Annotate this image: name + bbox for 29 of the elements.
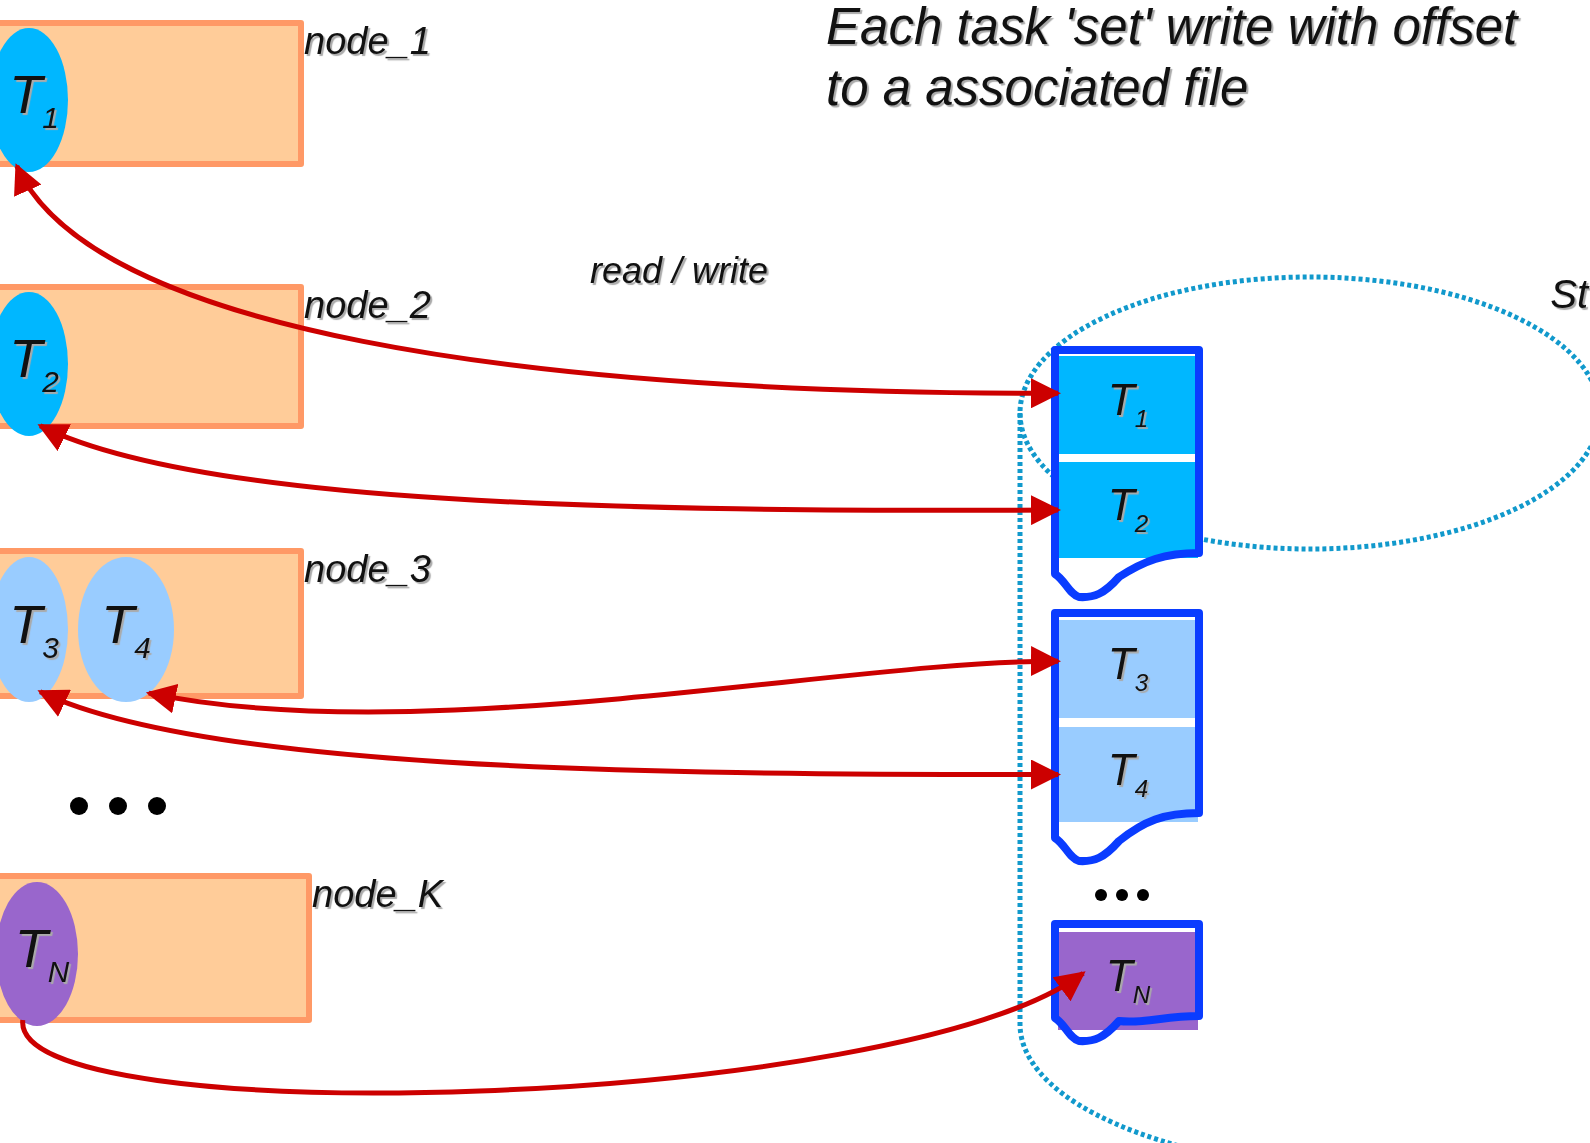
segment-label: T$_{N}$ — [1105, 954, 1151, 1008]
node-label: node_1 — [304, 20, 431, 63]
storage-label: St — [1550, 272, 1588, 317]
segment-label: T$_{1}$ — [1107, 378, 1149, 432]
file-segment — [1058, 462, 1198, 558]
node-label: node_K — [312, 873, 443, 916]
annotation-text: read / write — [590, 250, 769, 292]
arrow — [14, 163, 1061, 408]
arrow — [37, 687, 1061, 790]
task-label: T$_{2}$ — [9, 331, 59, 397]
task-label: T$_{N}$ — [14, 921, 70, 987]
task-ellipse — [0, 557, 68, 702]
task-ellipse — [0, 292, 68, 436]
file-segment — [1058, 620, 1198, 718]
segment-label: T$_{4}$ — [1107, 747, 1149, 802]
arrow — [20, 970, 1086, 1096]
file-segment — [1058, 356, 1198, 454]
node-label: node_2 — [304, 284, 431, 327]
diagram-title: Each task 'set' write with offset to a associated file — [826, 0, 1520, 119]
node-label: node_3 — [304, 548, 431, 591]
task-label: T$_{1}$ — [9, 67, 59, 133]
task-ellipse — [0, 882, 78, 1026]
segment-label: T$_{2}$ — [1107, 483, 1149, 537]
task-label: T$_{3}$ — [9, 596, 59, 663]
task-label: T$_{4}$ — [101, 596, 151, 663]
arrow — [145, 646, 1061, 715]
arrow — [37, 421, 1061, 526]
segment-label: T$_{3}$ — [1107, 642, 1149, 696]
file-segment — [1058, 727, 1198, 822]
